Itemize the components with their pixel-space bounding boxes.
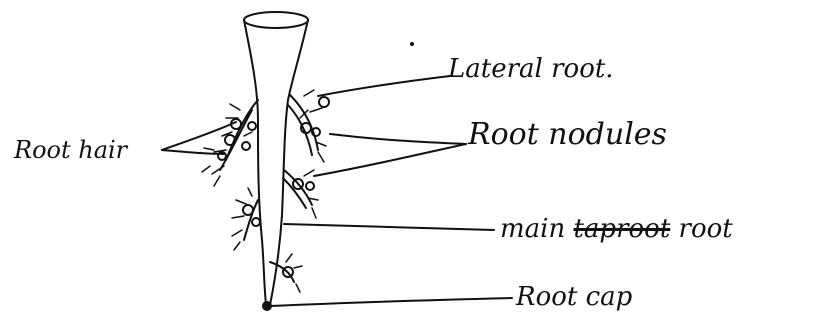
nodule [241, 141, 251, 151]
nodule [305, 181, 315, 191]
main-root-label-struck-root: root [616, 214, 671, 244]
root-cap-label: Root cap [516, 282, 633, 312]
nodule [224, 134, 236, 146]
nodule [282, 266, 294, 278]
lateral-root-mid-right [282, 169, 313, 209]
leader-main-root [283, 223, 495, 231]
main-root-label-struck-tap: tap [573, 214, 617, 244]
leader-root-nodules-2 [313, 143, 467, 177]
main-root-left-edge [243, 19, 267, 306]
nodule [217, 151, 227, 161]
nodule [247, 121, 257, 131]
nodule [300, 122, 312, 134]
leader-root-cap [269, 297, 513, 307]
lateral-root-upper-right [287, 94, 319, 156]
root-hair-label: Root hair [14, 136, 128, 164]
nodule [242, 204, 254, 216]
leader-root-hair-1 [161, 121, 237, 151]
root-hair [211, 103, 241, 187]
main-root-right-edge [269, 19, 309, 306]
stem-opening [243, 11, 309, 29]
root-nodules-label: Root nodules [468, 117, 667, 152]
leader-root-nodules-1 [329, 133, 467, 145]
nodule [292, 178, 304, 190]
lateral-root-mid-left [243, 199, 259, 241]
root-hair [285, 253, 303, 293]
main-root-label-prefix: main [500, 214, 566, 244]
nodule [318, 96, 330, 108]
lateral-root-lower-right [269, 261, 295, 283]
nodule [311, 127, 321, 137]
root-hairs-group [201, 89, 327, 293]
nodule [251, 217, 261, 227]
root-hair [231, 187, 253, 251]
leader-root-hair-2 [161, 149, 225, 155]
root-hair [299, 89, 327, 163]
stray-dot [410, 42, 414, 46]
main-root-label-suffix: root [678, 214, 733, 244]
root-hair [303, 169, 319, 219]
leader-lateral-root [317, 75, 451, 97]
main-root-label: main taproot root [500, 216, 733, 242]
lateral-root-label: Lateral root. [448, 54, 614, 84]
root-hair [201, 131, 253, 173]
